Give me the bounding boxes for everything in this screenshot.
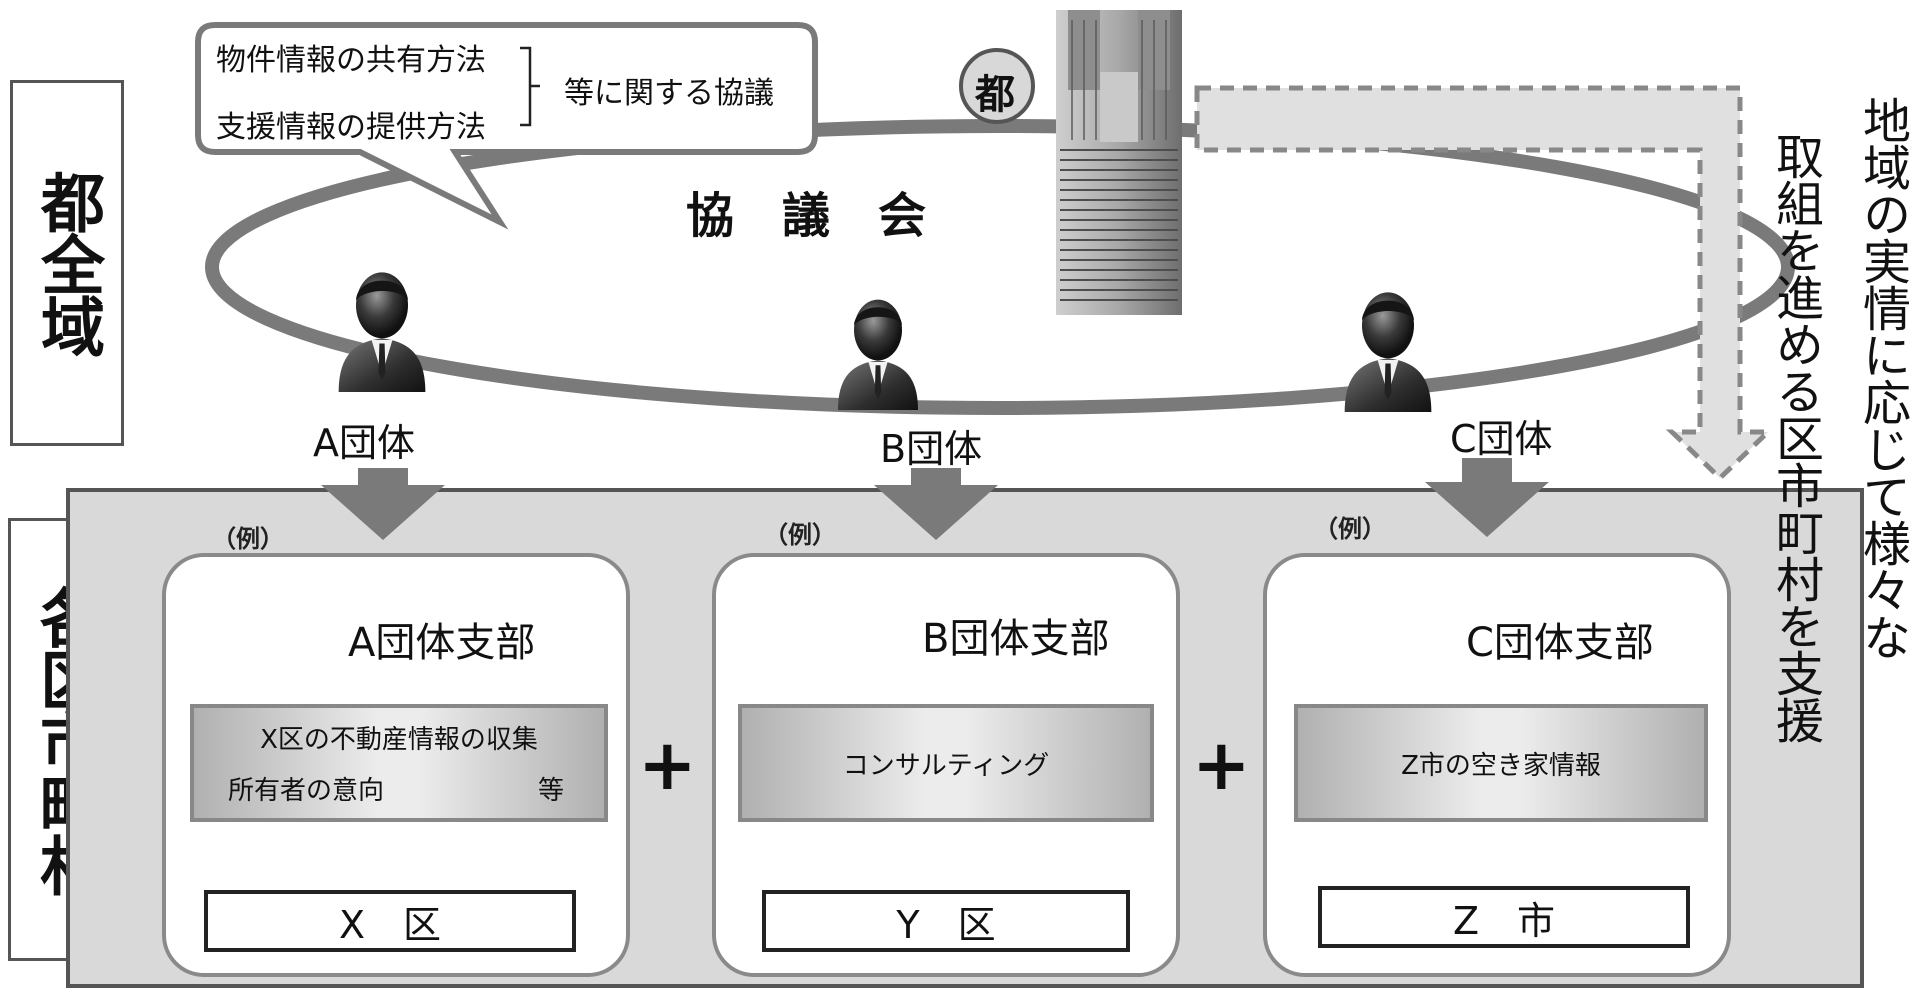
activity-a-line-2: 所有者の意向 bbox=[228, 776, 385, 806]
branch-title-c: C団体支部 bbox=[1466, 620, 1654, 666]
council-ellipse bbox=[205, 119, 1795, 415]
branch-title-a: A団体支部 bbox=[348, 620, 536, 666]
activity-a-line-1: X区の不動産情報の収集 bbox=[260, 725, 538, 755]
metro-badge-text: 都 bbox=[975, 72, 1015, 118]
bubble-line-1: 物件情報の共有方法 bbox=[216, 43, 486, 78]
activity-c-line-1: Z市の空き家情報 bbox=[1401, 750, 1601, 781]
result-box-z: Z 市 bbox=[1318, 886, 1690, 948]
person-a-icon bbox=[338, 272, 426, 392]
arrow-a bbox=[321, 468, 445, 540]
arrow-b bbox=[874, 468, 998, 540]
arrow-c bbox=[1425, 458, 1549, 537]
branch-title-b: B団体支部 bbox=[922, 616, 1110, 662]
result-box-y: Y 区 bbox=[762, 890, 1130, 952]
speech-bubble-shape bbox=[195, 22, 818, 230]
right-text-column-1: 地域の実情に応じて様々な bbox=[1854, 96, 1910, 660]
dashed-support-arrow bbox=[1194, 85, 1775, 482]
right-text-column-2: 取組を進める区市町村を支援 bbox=[1767, 132, 1823, 743]
metro-building-icon bbox=[1056, 10, 1182, 315]
example-label-a: （例） bbox=[212, 525, 284, 553]
group-b-label: B団体 bbox=[880, 427, 983, 471]
plus-sign-2: + bbox=[1192, 724, 1251, 806]
activity-box-c: Z市の空き家情報 bbox=[1294, 704, 1708, 822]
activity-b-line-1: コンサルティング bbox=[842, 750, 1050, 781]
person-c-icon bbox=[1344, 292, 1432, 412]
result-box-x: X 区 bbox=[204, 890, 576, 952]
activity-box-a: X区の不動産情報の収集 所有者の意向 等 bbox=[190, 704, 608, 822]
group-c-label: C団体 bbox=[1450, 417, 1553, 461]
activity-box-b: コンサルティング bbox=[738, 704, 1154, 822]
bubble-line-2: 支援情報の提供方法 bbox=[216, 110, 486, 145]
group-a-label: A団体 bbox=[313, 421, 415, 465]
example-label-c: （例） bbox=[1314, 515, 1386, 543]
plus-sign-1: + bbox=[638, 724, 697, 806]
example-label-b: （例） bbox=[764, 521, 836, 549]
council-title: 協 議 会 bbox=[686, 188, 927, 244]
metro-badge-circle bbox=[959, 48, 1035, 124]
activity-a-suffix: 等 bbox=[537, 776, 564, 806]
bubble-suffix: 等に関する協議 bbox=[564, 76, 774, 111]
all-metro-label-text: 都全域 bbox=[30, 170, 104, 356]
all-metro-label: 都全域 bbox=[10, 80, 124, 446]
person-b-icon bbox=[838, 299, 918, 410]
